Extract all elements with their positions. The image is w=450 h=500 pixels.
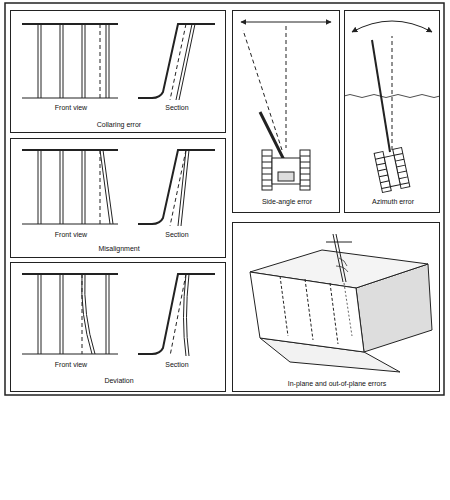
side-angle-sketch	[243, 30, 282, 150]
bench-section	[138, 150, 215, 226]
bench-front-view	[22, 97, 118, 98]
bench-section	[138, 24, 215, 98]
outer-frame	[5, 3, 444, 395]
bench-front-view	[38, 274, 109, 354]
bench-section	[170, 150, 186, 226]
view-label: Front view	[54, 231, 88, 239]
bench-front-view	[38, 24, 109, 98]
bench-section	[178, 150, 189, 226]
azimuth-sketch	[374, 148, 410, 193]
bench-front-view	[22, 273, 118, 275]
outer-frame	[5, 3, 444, 395]
bench-section	[170, 24, 186, 100]
bench-block-sketch	[280, 276, 338, 344]
diagram-panel: Azimuth error	[344, 10, 440, 213]
bench-front-view	[82, 274, 95, 354]
panel-caption: Azimuth error	[371, 198, 415, 206]
bench-block-sketch	[250, 234, 432, 372]
bench-section	[138, 24, 215, 100]
bench-section	[176, 24, 195, 100]
bench-front-view	[22, 150, 118, 224]
bench-front-view	[22, 223, 118, 224]
panel-caption: Side-angle error	[261, 198, 313, 206]
bench-block-sketch	[344, 283, 352, 336]
side-angle-sketch	[278, 172, 294, 181]
bench-section	[138, 274, 215, 354]
panel-caption: Misalignment	[97, 245, 140, 253]
bench-front-view	[22, 24, 118, 98]
bench-section	[138, 274, 215, 356]
side-angle-sketch	[286, 26, 287, 148]
bench-front-view	[100, 150, 101, 224]
panel-caption: Collaring error	[96, 121, 142, 129]
view-label: Front view	[54, 361, 88, 369]
diagram-panel: Front view SectionMisalignment	[10, 138, 226, 258]
diagram-panel: Side-angle error	[232, 10, 340, 213]
diagram-panel: Front view SectionCollaring error	[10, 10, 226, 133]
azimuth-sketch	[352, 21, 432, 32]
azimuth-sketch	[392, 36, 393, 150]
bench-block-sketch	[326, 242, 352, 243]
panel-caption: In-plane and out-of-plane errors	[287, 380, 387, 388]
view-label: Section	[164, 231, 189, 239]
side-angle-sketch	[272, 158, 300, 184]
azimuth-sketch	[384, 155, 400, 186]
diagram-panel: Front view SectionDeviation	[10, 262, 226, 392]
azimuth-sketch	[344, 21, 440, 192]
bench-front-view	[22, 274, 118, 354]
view-label: Front view	[54, 104, 88, 112]
azimuth-sketch	[375, 153, 409, 188]
bench-front-view	[22, 353, 118, 354]
bench-front-view	[100, 150, 113, 224]
view-label: Section	[164, 361, 189, 369]
bench-block-sketch	[250, 272, 364, 352]
diagram-panel: In-plane and out-of-plane errors	[232, 222, 440, 392]
bench-front-view	[100, 24, 101, 98]
bench-block-sketch	[336, 258, 348, 272]
azimuth-sketch	[372, 40, 390, 152]
side-angle-sketch	[241, 22, 331, 190]
bench-front-view	[22, 149, 118, 151]
bench-front-view	[22, 23, 118, 25]
side-angle-sketch	[262, 156, 310, 186]
bench-front-view	[38, 150, 85, 224]
bench-section	[138, 150, 215, 224]
view-label: Section	[164, 104, 189, 112]
bench-section	[184, 274, 190, 356]
side-angle-sketch	[241, 22, 331, 23]
panel-caption: Deviation	[103, 377, 134, 385]
